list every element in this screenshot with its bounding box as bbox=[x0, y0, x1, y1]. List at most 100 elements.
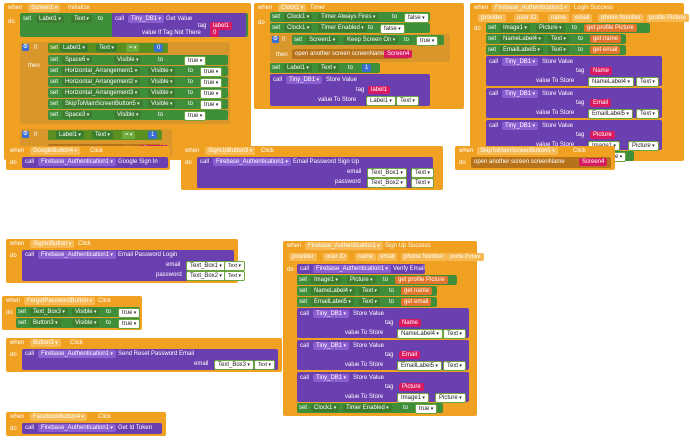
param-user-id[interactable]: user ID bbox=[514, 14, 540, 22]
param-profile-picture[interactable]: profile Picture bbox=[447, 253, 484, 261]
picture-dropdown[interactable]: Picture bbox=[536, 24, 565, 32]
text-prop-dropdown[interactable]: Text bbox=[411, 178, 434, 188]
visible-dropdown[interactable]: Visible bbox=[148, 78, 176, 86]
set-button3-visible[interactable]: set Button3 Visible to true bbox=[16, 318, 141, 329]
text-prop-dropdown[interactable]: Text bbox=[318, 64, 339, 72]
namelabel4-dropdown[interactable]: NameLabel4 bbox=[500, 35, 544, 43]
text-prop-dropdown[interactable]: Text bbox=[92, 131, 113, 139]
param-phone[interactable]: phone Number bbox=[598, 14, 644, 22]
visible-dropdown[interactable]: Visible bbox=[72, 319, 100, 327]
text-prop-dropdown[interactable]: Text bbox=[548, 46, 569, 54]
image1-dropdown[interactable]: Image1 bbox=[397, 393, 429, 403]
tinydb-dropdown[interactable]: Tiny_DB1 bbox=[313, 310, 350, 318]
image1-dropdown[interactable]: Image1 bbox=[311, 276, 341, 284]
call-email-sign-up[interactable]: call Firebase_Authentication1 Email Pass… bbox=[197, 157, 434, 188]
component-dropdown[interactable]: GoogleButton4 bbox=[30, 147, 80, 155]
store-picture-call[interactable]: call Tiny_DB1 Store Value tag Picture va… bbox=[297, 372, 469, 403]
space3-dropdown[interactable]: Space3 bbox=[62, 111, 93, 119]
param-email[interactable]: email bbox=[377, 253, 398, 261]
component-dropdown[interactable]: Firebase_Authentication1 bbox=[492, 4, 570, 12]
true-toggle[interactable]: true bbox=[200, 100, 223, 110]
text-box3-dropdown[interactable]: Text_Box3 bbox=[30, 308, 68, 316]
clock1-dropdown[interactable]: Clock1 bbox=[311, 404, 340, 412]
tinydb-dropdown[interactable]: Tiny_DB1 bbox=[502, 90, 539, 98]
compare-block[interactable]: set Label1 Text = 0 bbox=[48, 43, 168, 53]
set-space6-visible[interactable]: set Space6 Visible to true bbox=[48, 55, 228, 66]
false-toggle[interactable]: false bbox=[404, 13, 429, 23]
component-dropdown[interactable]: SkipToMainScreenButton5 bbox=[477, 147, 558, 155]
tinydb-dropdown[interactable]: Tiny_DB1 bbox=[313, 374, 350, 382]
true-toggle[interactable]: true bbox=[200, 78, 223, 88]
clock1-timer-event[interactable]: when Clock1 Timer do set Clock1 Timer Al… bbox=[254, 3, 464, 109]
visible-dropdown[interactable]: Visible bbox=[148, 100, 176, 108]
component-dropdown[interactable]: Button3 bbox=[30, 339, 61, 347]
set-harr1-visible[interactable]: set Horizontal_Arrangement1 Visible to t… bbox=[48, 66, 228, 77]
true-toggle[interactable]: true bbox=[184, 111, 207, 121]
component-dropdown[interactable]: FacebookButton4 bbox=[30, 413, 87, 421]
component-dropdown[interactable]: ForgotPasswordButton bbox=[24, 297, 95, 305]
harr3-dropdown[interactable]: Horizontal_Arrangement3 bbox=[62, 89, 141, 97]
true-toggle[interactable]: true bbox=[118, 319, 141, 329]
component-dropdown[interactable]: SignUpButton3 bbox=[205, 147, 256, 155]
namelabel4-dropdown[interactable]: NameLabel4 bbox=[311, 287, 355, 295]
tinydb-dropdown[interactable]: Tiny_DB1 bbox=[502, 122, 539, 130]
harr1-dropdown[interactable]: Horizontal_Arrangement1 bbox=[62, 67, 141, 75]
set-emaillabel5-text[interactable]: set EmailLabel5 Text to get email bbox=[297, 297, 437, 307]
param-provider[interactable]: provider bbox=[289, 253, 317, 261]
screen1-dropdown[interactable]: Screen1 bbox=[306, 36, 339, 44]
harr2-dropdown[interactable]: Horizontal_Arrangement2 bbox=[62, 78, 141, 86]
text-prop-dropdown[interactable]: Text bbox=[224, 261, 246, 271]
tinydb-dropdown[interactable]: Tiny_DB1 bbox=[128, 15, 165, 23]
button3-dropdown[interactable]: Button3 bbox=[30, 319, 61, 327]
true-toggle[interactable]: true bbox=[184, 56, 207, 66]
get-profile-picture[interactable]: get profile Picture bbox=[395, 276, 448, 284]
param-name[interactable]: name bbox=[548, 14, 570, 22]
true-toggle[interactable]: true bbox=[415, 404, 438, 414]
skip5-click-event[interactable]: when SkipToMainScreenButton5 Click do op… bbox=[455, 146, 615, 170]
true-toggle[interactable]: true bbox=[416, 36, 439, 46]
call-tinydb-getvalue[interactable]: call Tiny_DB1 Get Value tag label1 value… bbox=[112, 13, 246, 37]
gear-icon[interactable]: ⚙ bbox=[22, 44, 29, 51]
emaillabel5-dropdown[interactable]: EmailLabel5 bbox=[397, 361, 442, 371]
text-prop-dropdown[interactable]: Text bbox=[443, 329, 466, 339]
set-always-fires[interactable]: set Clock1 Timer Always Fires to false bbox=[270, 12, 430, 23]
email-textbox-dropdown[interactable]: Text_Box3 bbox=[214, 360, 254, 370]
zero-string[interactable]: 0 bbox=[210, 29, 220, 37]
firebase-auth-dropdown[interactable]: Firebase_Authentication1 bbox=[313, 265, 391, 273]
set-namelabel4-text[interactable]: set NameLabel4 Text to get name bbox=[297, 286, 437, 296]
forgot-password-click-event[interactable]: when ForgotPasswordButton Click do set T… bbox=[2, 296, 142, 330]
get-profile-picture[interactable]: get profile Picture bbox=[584, 24, 637, 32]
param-email[interactable]: email bbox=[572, 14, 593, 22]
get-email[interactable]: get email bbox=[401, 298, 432, 306]
emaillabel5-dropdown[interactable]: EmailLabel5 bbox=[311, 298, 354, 306]
text-prop-dropdown[interactable]: Text bbox=[224, 271, 246, 281]
screen4-string[interactable]: Screen4 bbox=[384, 50, 413, 58]
param-user-id[interactable]: user ID bbox=[323, 253, 349, 261]
set-image1-picture[interactable]: set Image1 Picture to get profile Pictur… bbox=[486, 23, 650, 33]
always-fires-dropdown[interactable]: Timer Always Fires bbox=[318, 13, 379, 21]
set-text-box3-visible[interactable]: set Text_Box3 Visible to true bbox=[16, 307, 141, 318]
call-send-reset-email[interactable]: call Firebase_Authentication1 Send Reset… bbox=[22, 349, 278, 370]
param-provider[interactable]: provider bbox=[478, 14, 506, 22]
label1-dropdown[interactable]: Label1 bbox=[284, 64, 312, 72]
get-name[interactable]: get name bbox=[401, 287, 433, 295]
text-prop-dropdown[interactable]: Text bbox=[636, 77, 659, 87]
one-number[interactable]: 1 bbox=[362, 64, 372, 72]
component-dropdown[interactable]: Firebase_Authentication1 bbox=[305, 242, 383, 250]
store-email-call[interactable]: call Tiny_DB1 Store Value tag Email valu… bbox=[297, 340, 469, 371]
store-name-call[interactable]: call Tiny_DB1 Store Value tag Name value… bbox=[486, 56, 662, 87]
email-tag-string[interactable]: Email bbox=[399, 351, 421, 359]
open-another-screen-block[interactable]: open another screen screenName Screen4 bbox=[471, 157, 611, 168]
true-toggle[interactable]: true bbox=[200, 89, 223, 99]
visible-dropdown[interactable]: Visible bbox=[114, 111, 142, 119]
picture-tag-string[interactable]: Picture bbox=[590, 131, 615, 139]
call-tinydb-storevalue[interactable]: call Tiny_DB1 Store Value tag label1 val… bbox=[270, 74, 430, 106]
true-toggle[interactable]: true bbox=[118, 308, 141, 318]
one-number[interactable]: 1 bbox=[148, 131, 158, 139]
gear-icon[interactable]: ⚙ bbox=[22, 131, 29, 138]
picture-dropdown[interactable]: Picture bbox=[347, 276, 376, 284]
name-tag-string[interactable]: Name bbox=[590, 67, 613, 75]
picture-dropdown[interactable]: Picture bbox=[435, 393, 466, 403]
firebase-auth-dropdown[interactable]: Firebase_Authentication1 bbox=[38, 251, 116, 259]
set-harr3-visible[interactable]: set Horizontal_Arrangement3 Visible to t… bbox=[48, 88, 228, 99]
